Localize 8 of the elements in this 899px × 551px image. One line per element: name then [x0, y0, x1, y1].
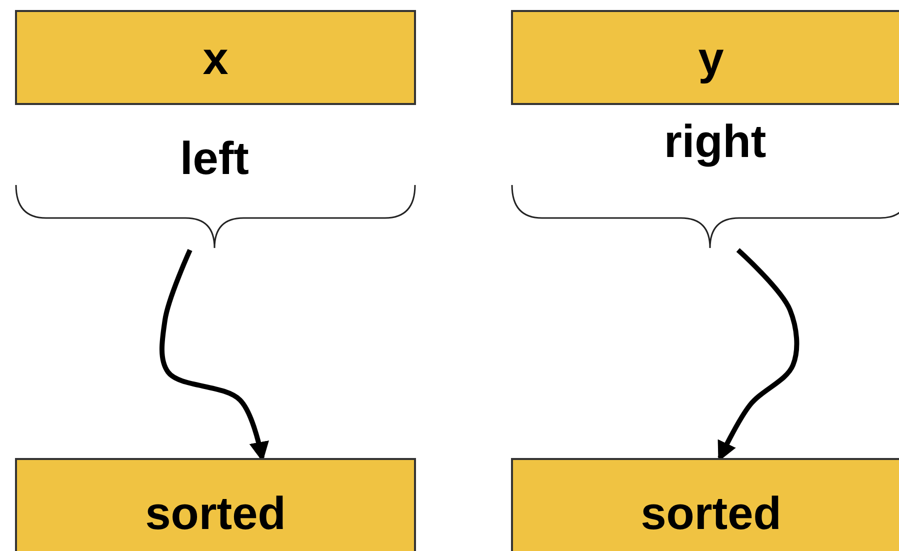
box-label: sorted — [145, 490, 286, 536]
process-box — [15, 458, 416, 551]
process-box — [511, 10, 899, 105]
brace-label: left — [180, 135, 249, 181]
process-box — [15, 10, 416, 105]
box-label: x — [202, 34, 228, 80]
box-label: sorted — [640, 490, 782, 536]
process-box — [511, 458, 899, 551]
